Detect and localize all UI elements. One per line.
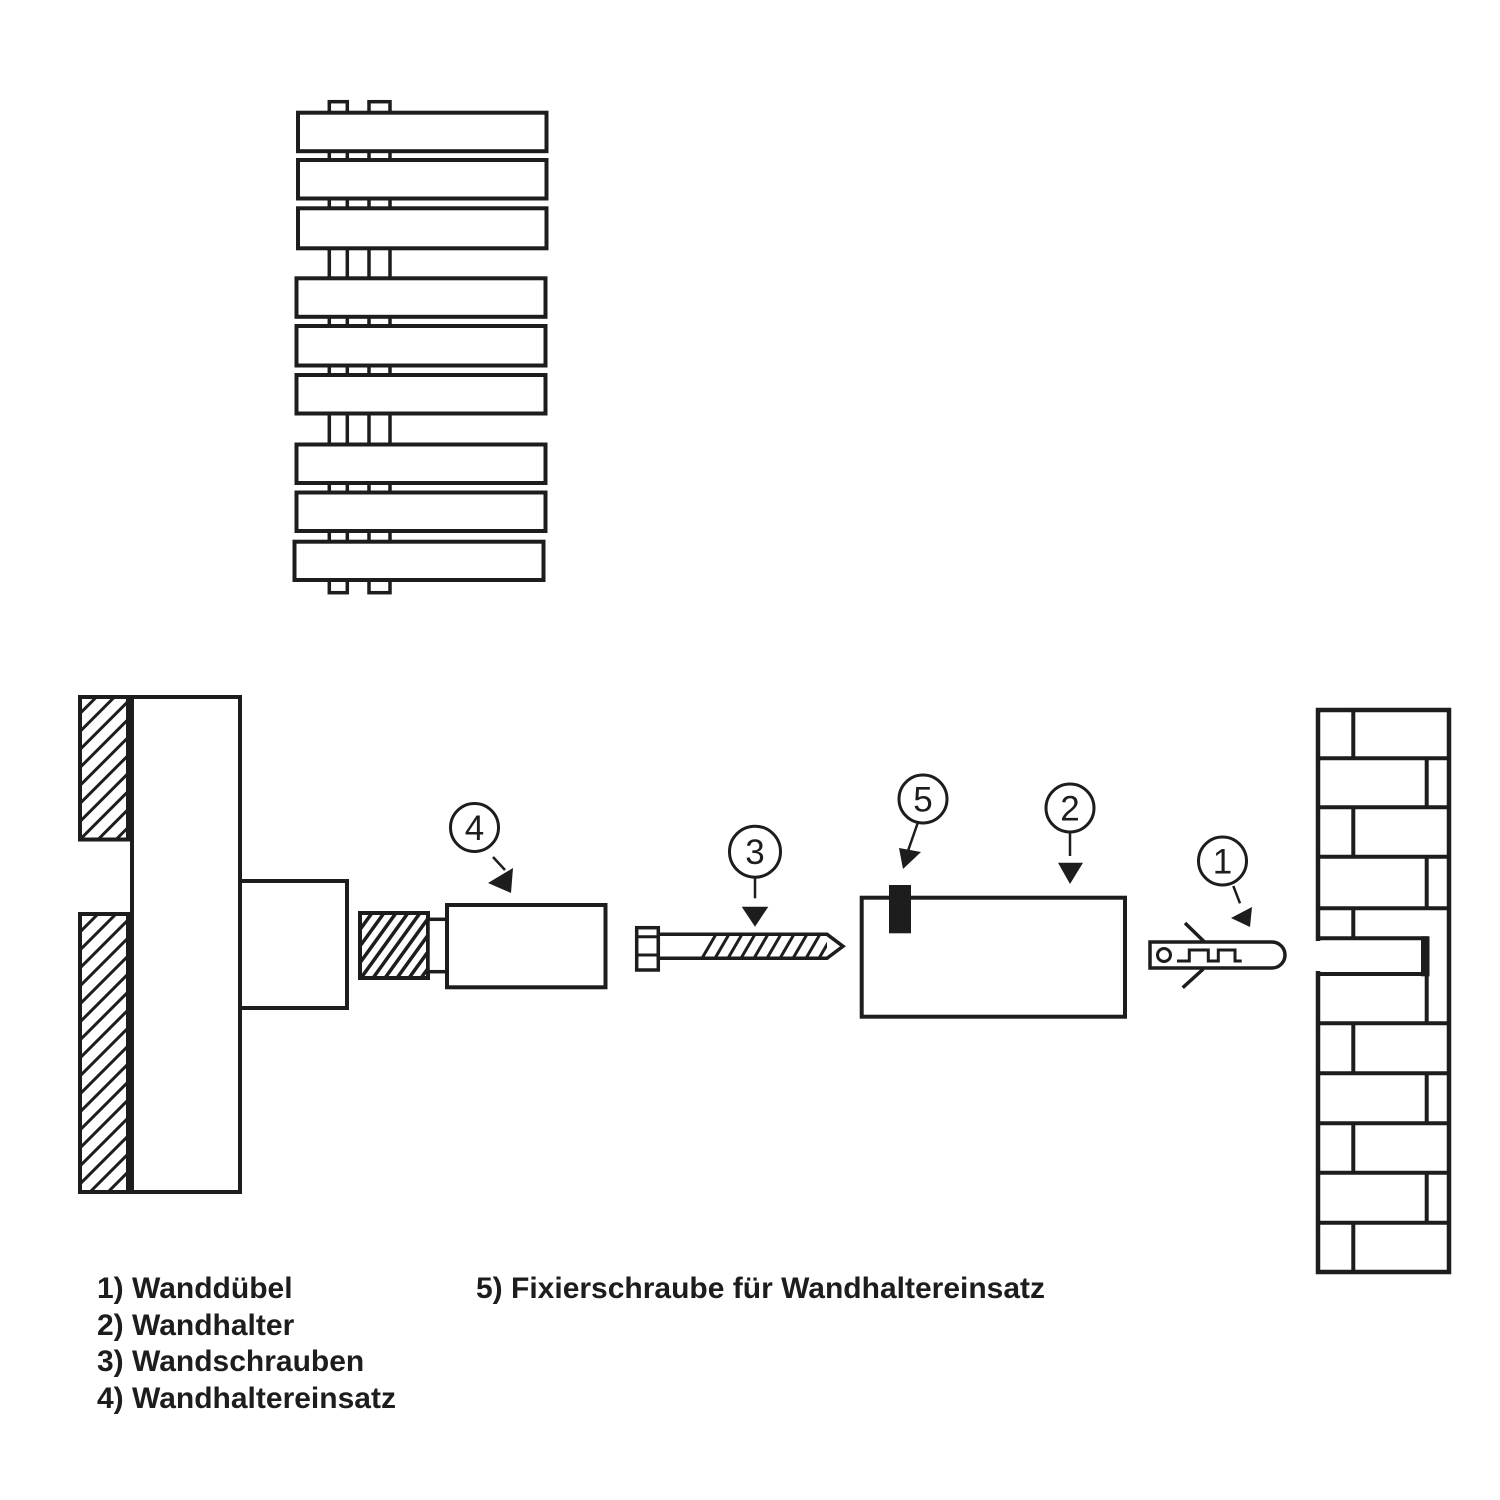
radiator-side-panel xyxy=(130,695,242,1194)
radiator-bar xyxy=(294,324,548,368)
callout-5-arrowhead xyxy=(899,848,921,869)
dowel-hole xyxy=(1156,947,1172,963)
wanddubel-part1 xyxy=(1148,921,1287,989)
screw-head xyxy=(634,925,661,972)
callout-5-number: 5 xyxy=(913,781,932,820)
drill-hole-end xyxy=(1421,936,1430,977)
radiator-bar xyxy=(296,206,549,251)
insert-body xyxy=(445,903,608,990)
radiator-bar xyxy=(294,442,548,485)
dowel-split-mark-lower xyxy=(1181,967,1205,989)
callout-3-arrowhead xyxy=(741,906,769,927)
legend-left-column: 1) Wanddübel 2) Wandhalter 3) Wandschrau… xyxy=(97,1271,396,1417)
screw-shaft xyxy=(656,932,846,961)
callout-1-circle xyxy=(1197,835,1248,887)
brick-joints xyxy=(1351,710,1429,1272)
legend-item-2: 2) Wandhalter xyxy=(97,1308,295,1342)
callout-5-leader xyxy=(907,822,919,851)
collector-block xyxy=(238,879,349,1010)
callout-2-number: 2 xyxy=(1060,790,1079,829)
radiator-bar xyxy=(296,158,549,201)
dowel-expansion-profile xyxy=(1177,948,1242,963)
radiator-bar xyxy=(294,276,548,319)
legend-item-5: 5) Fixierschraube für Wandhaltereinsatz xyxy=(476,1272,1046,1305)
callout-2-arrowhead xyxy=(1058,862,1083,884)
callout-3-circle xyxy=(728,824,782,879)
dowel-split-mark-upper xyxy=(1183,921,1206,943)
radiator-bars xyxy=(292,110,549,583)
callout-5-circle xyxy=(897,773,949,825)
radiator-bar xyxy=(294,490,548,533)
callout-1-number: 1 xyxy=(1213,843,1232,882)
callout-2: 2 xyxy=(1044,782,1096,884)
fixing-screw-part5 xyxy=(889,885,911,934)
radiator-bar xyxy=(294,373,548,416)
hatch-lines-upper xyxy=(80,697,128,840)
hatch-lines-lower xyxy=(80,914,128,1192)
callout-4-leader xyxy=(492,856,506,871)
callout-4-number: 4 xyxy=(465,809,484,848)
wandschraube-part3 xyxy=(634,925,846,972)
legend-item-3: 3) Wandschrauben xyxy=(97,1345,365,1379)
callout-4: 4 xyxy=(449,802,513,893)
callout-3: 3 xyxy=(728,824,782,927)
wall-outline xyxy=(1315,707,1452,1275)
callout-1-arrowhead xyxy=(1231,907,1252,927)
callout-1: 1 xyxy=(1197,835,1252,927)
callout-4-arrowhead xyxy=(488,868,513,893)
radiator-bar xyxy=(292,539,546,583)
callout-3-number: 3 xyxy=(745,833,764,872)
callout-1-leader xyxy=(1232,885,1242,904)
callout-5: 5 xyxy=(897,773,949,869)
wandhaltereinsatz-part4 xyxy=(358,903,608,990)
threaded-stub-hatch xyxy=(360,913,428,978)
radiator-bar xyxy=(296,110,549,154)
legend-right-column: 5) Fixierschraube für Wandhaltereinsatz xyxy=(476,1271,1045,1308)
callout-4-circle xyxy=(449,802,500,853)
callouts: 4 3 5 2 1 xyxy=(449,773,1252,927)
hatched-panel-lower xyxy=(78,912,130,1194)
radiator-wall-profile xyxy=(78,695,349,1194)
insert-neck xyxy=(426,917,449,974)
legend-item-4: 4) Wandhaltereinsatz xyxy=(97,1381,396,1415)
screw-threads xyxy=(700,934,827,959)
towel-radiator xyxy=(292,99,549,595)
drill-hole-opening xyxy=(1312,941,1422,971)
legend-item-1: 1) Wanddübel xyxy=(97,1272,293,1305)
brick-wall xyxy=(1312,707,1452,1275)
wandhalter-part2 xyxy=(859,885,1127,1019)
